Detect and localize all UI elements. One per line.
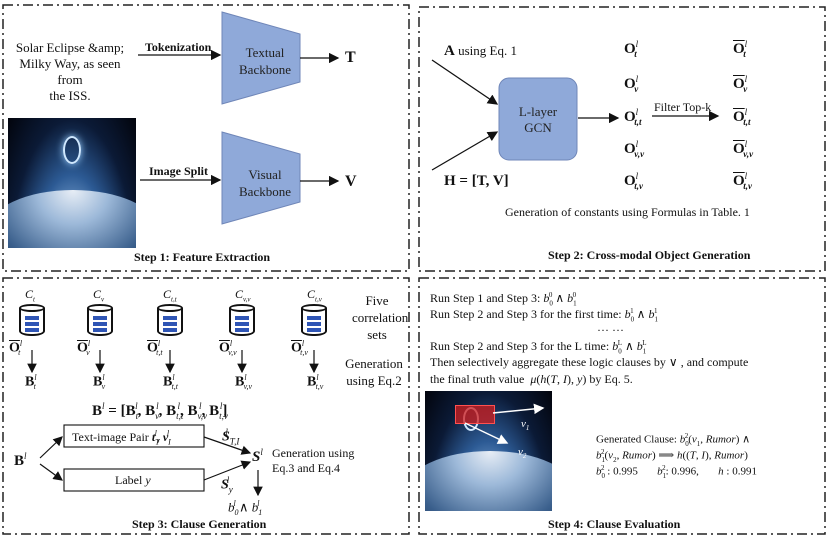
ellipsis: ··· ···: [597, 323, 624, 337]
visual-backbone-shape: [221, 131, 301, 225]
s-l: Sl: [252, 447, 263, 465]
arrow-h-to-gcn: [431, 131, 499, 171]
step1-caption: Step 1: Feature Extraction: [134, 250, 271, 264]
filtered-object-v: Olv: [77, 339, 91, 358]
generated-clause-2: b12(v2, Rumor) ⟹ h((T, I), Rumor): [596, 448, 748, 464]
output-v: V: [345, 173, 357, 190]
filtered-object-tv: Olt,v: [733, 171, 752, 191]
panel-step1: [2, 4, 410, 272]
s-y: Syl: [221, 475, 233, 495]
clause-scores: b02 : 0.995 b12: 0.996, h : 0.991: [596, 464, 757, 480]
h-input-label: H = [T, V]: [444, 173, 509, 189]
gcn-box: [498, 77, 578, 161]
filtered-object-vv: Olv,v: [733, 139, 754, 159]
truth-value-line: the final truth value μ(h(T, I), y) by E…: [430, 372, 633, 386]
correlation-set-cylinder: [229, 304, 255, 338]
set-label-tt: Ct,t: [163, 287, 177, 304]
output-t: T: [345, 49, 356, 66]
correlation-set-cylinder: [301, 304, 327, 338]
filtered-object-tt: Olt,t: [733, 107, 751, 127]
filtered-object-tt: Olt,t: [147, 339, 163, 358]
object-vv: Olv,v: [624, 139, 645, 159]
step4-caption: Step 4: Clause Evaluation: [548, 517, 681, 531]
object-tt: Olt,t: [624, 107, 642, 127]
run-first-line: Run Step 2 and Step 3 for the first time…: [430, 307, 658, 324]
eclipse-image: [8, 118, 136, 248]
step3-caption: Step 3: Clause Generation: [132, 517, 267, 531]
filtered-object-t: Olt: [9, 339, 23, 358]
run-l-line: Run Step 2 and Step 3 for the L time: b0…: [430, 339, 647, 356]
b-set-tv: Blt,v: [307, 373, 324, 392]
v1-label: v1: [521, 418, 530, 433]
tokenization-label: Tokenization: [145, 40, 212, 54]
set-label-v: Cv: [93, 287, 105, 304]
filtered-object-vv: Olv,v: [219, 339, 237, 358]
run-step1-line: Run Step 1 and Step 3: b00 ∧ b10: [430, 291, 577, 308]
filter-topk-label: Filter Top-k: [654, 100, 712, 114]
set-label-t: Ct: [25, 287, 35, 304]
constants-note: Generation of constants using Formulas i…: [505, 205, 750, 219]
b-set-vv: Blv,v: [235, 373, 253, 392]
textual-backbone-shape: [221, 11, 301, 105]
set-label-tv: Ct,v: [307, 287, 322, 304]
s-ti: ST,Il: [222, 427, 240, 447]
text-image-pair-box: [63, 424, 205, 448]
filtered-object-t: Olt: [733, 39, 748, 59]
image-split-label: Image Split: [149, 164, 209, 178]
b-set-t: Blt: [25, 373, 37, 392]
aggregate-line: Then selectively aggregate these logic c…: [430, 355, 749, 369]
b-set-v: Blv: [93, 373, 106, 392]
object-tv: Olt,v: [624, 171, 643, 191]
arrow-a-to-gcn: [431, 59, 499, 105]
label-y-label: Label y: [115, 473, 151, 487]
a-input-label: A using Eq. 1: [444, 43, 517, 59]
panel-step4: [418, 277, 826, 535]
object-v: Olv: [624, 74, 639, 94]
generated-clause: Generated Clause: b02(v1, Rumor) ∧: [596, 432, 751, 448]
b0-and-b1: b0l ∧ b1l: [228, 499, 263, 517]
text-image-pair-label: Text-image Pair tTl, vIl: [72, 429, 171, 447]
correlation-set-cylinder: [87, 304, 113, 338]
panel-step2: [418, 6, 826, 272]
correlation-set-cylinder: [157, 304, 183, 338]
input-text-caption: Solar Eclipse &amp; Milky Way, as seen f…: [15, 40, 125, 103]
panel-step3: [2, 277, 410, 535]
b-set-tt: Blt,t: [163, 373, 179, 392]
filtered-object-tv: Olt,v: [291, 339, 308, 358]
set-label-vv: Cv,v: [235, 287, 251, 304]
object-t: Olt: [624, 39, 639, 59]
correlation-set-cylinder: [19, 304, 45, 338]
filtered-object-v: Olv: [733, 74, 748, 94]
b-equation: Bl = [Btl, Bvl, Bt,tl, Bv,vl, Bt,vl]: [92, 401, 228, 421]
step2-caption: Step 2: Cross-modal Object Generation: [548, 248, 751, 262]
v2-label: v2: [518, 446, 527, 461]
evaluation-image: v1 v2: [425, 391, 552, 511]
b-l-input: Bl: [14, 451, 27, 469]
